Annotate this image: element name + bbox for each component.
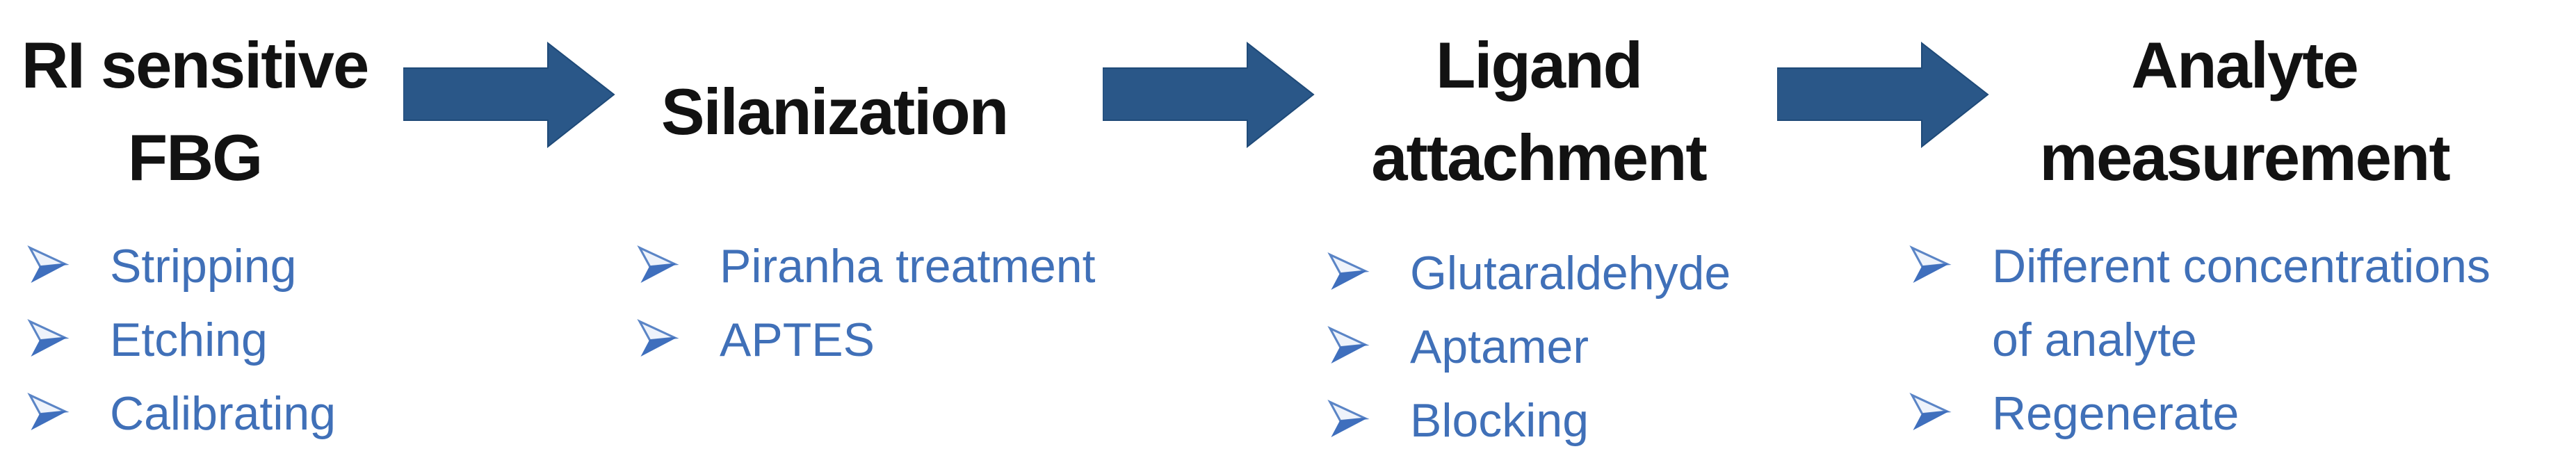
- arrowhead-bullet-icon: [1327, 326, 1370, 364]
- list-item: Stripping: [26, 229, 624, 303]
- step-title-silanization: Silanization: [661, 74, 1009, 148]
- flow-arrow-icon: [403, 42, 615, 148]
- arrowhead-bullet-icon: [637, 245, 679, 284]
- list-item-label: Piranha treatment: [720, 240, 1096, 293]
- flow-arrow-icon: [1103, 42, 1315, 148]
- step-bullet-list: Different concentrations of analyte Rege…: [1909, 229, 2576, 449]
- list-item: Glutaraldehyde: [1327, 236, 1925, 310]
- flow-arrow-icon: [1777, 42, 1989, 148]
- arrowhead-bullet-icon: [1327, 400, 1370, 438]
- arrowhead-bullet-icon: [1909, 245, 1952, 284]
- list-item-label: Regenerate: [1992, 387, 2239, 440]
- list-item: Different concentrations of analyte: [1909, 229, 2576, 377]
- list-item-label: Stripping: [110, 240, 297, 293]
- arrowhead-bullet-icon: [637, 319, 679, 357]
- list-item-label: Etching: [110, 313, 268, 366]
- list-item-label: Glutaraldehyde: [1410, 247, 1731, 300]
- arrowhead-bullet-icon: [1909, 393, 1952, 431]
- list-item: Etching: [26, 303, 624, 377]
- list-item-label: Blocking: [1410, 394, 1589, 447]
- arrowhead-bullet-icon: [27, 393, 70, 431]
- list-item-label: Aptamer: [1410, 320, 1589, 373]
- step-bullet-list: Stripping Etching Calibrating: [26, 229, 624, 449]
- step-title-analyte-measurement: Analyte measurement: [2039, 28, 2450, 194]
- arrowhead-bullet-icon: [27, 319, 70, 357]
- list-item: Aptamer: [1327, 310, 1925, 384]
- arrowhead-bullet-icon: [27, 245, 70, 284]
- list-item: Blocking: [1327, 384, 1925, 449]
- arrowhead-bullet-icon: [1327, 252, 1370, 291]
- list-item: APTES: [636, 303, 1290, 377]
- list-item-label: APTES: [720, 313, 875, 366]
- list-item-label: Calibrating: [110, 387, 337, 440]
- list-item: Piranha treatment: [636, 229, 1290, 303]
- step-title-ri-sensitive-fbg: RI sensitive FBG: [21, 28, 369, 194]
- list-item-label: Different concentrations of analyte: [1992, 240, 2490, 366]
- step-bullet-list: Glutaraldehyde Aptamer Blocking: [1327, 236, 1925, 449]
- list-item: Calibrating: [26, 377, 624, 449]
- list-item: Regenerate: [1909, 377, 2576, 449]
- step-title-ligand-attachment: Ligand attachment: [1371, 28, 1707, 194]
- step-bullet-list: Piranha treatment APTES: [636, 229, 1290, 377]
